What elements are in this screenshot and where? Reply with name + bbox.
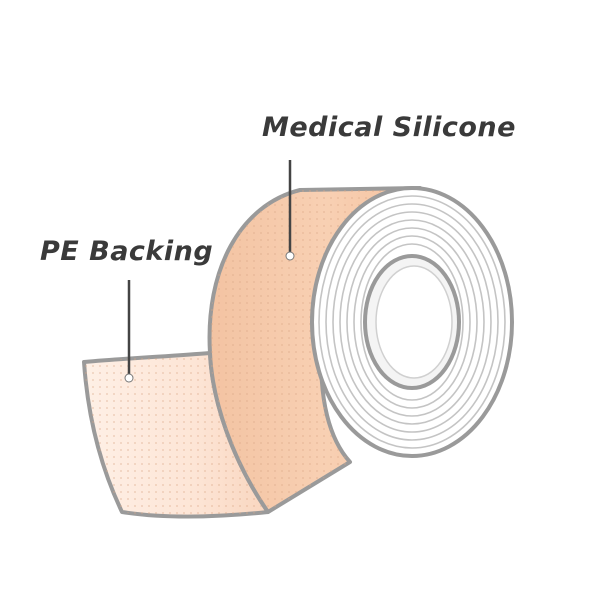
medical-silicone-label: Medical Silicone [262, 112, 516, 143]
leader-line-medical-silicone [285, 160, 295, 261]
tape-roll-end-face [310, 186, 514, 458]
leader-line-pe-backing [124, 280, 134, 383]
pe-backing-label: PE Backing [40, 236, 214, 267]
pe-backing-strip [82, 351, 270, 519]
